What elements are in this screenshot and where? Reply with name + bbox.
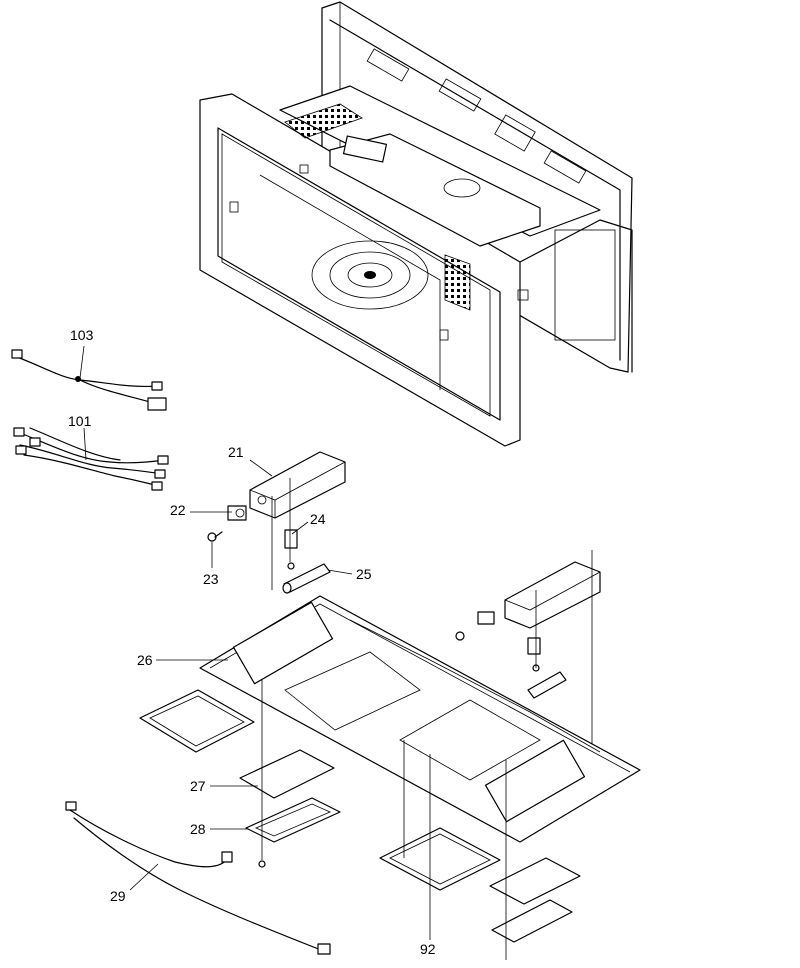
label-21: 21 (228, 444, 244, 460)
wire-harness-29 (65, 801, 331, 955)
label-25: 25 (356, 566, 372, 582)
lamp-tube-25 (271, 496, 331, 594)
light-cover-92 (379, 740, 581, 905)
base-plate-26 (199, 595, 641, 843)
label-26: 26 (137, 652, 153, 668)
label-24: 24 (310, 511, 326, 527)
oven-cavity-frame (199, 1, 633, 447)
light-cover-27 (139, 689, 335, 799)
label-103: 103 (70, 327, 94, 343)
label-23: 23 (203, 571, 219, 587)
label-101: 101 (68, 413, 92, 429)
leader-lines (79, 345, 431, 940)
label-27: 27 (190, 778, 206, 794)
label-29: 29 (110, 888, 126, 904)
lamp-housing-21 (249, 451, 346, 519)
lamp-clip-24 (284, 478, 298, 570)
label-28: 28 (190, 821, 206, 837)
lamp-housing-right (455, 550, 601, 750)
wire-harness-103 (11, 349, 167, 411)
label-92: 92 (420, 941, 436, 957)
part-labels: 103 101 21 22 23 24 25 26 27 28 29 92 (68, 327, 436, 957)
lamp-socket-22 (227, 505, 247, 521)
label-22: 22 (170, 502, 186, 518)
screw-23 (207, 531, 223, 542)
lamp-cover-frame-28 (245, 680, 573, 960)
wire-harness-101 (13, 427, 169, 491)
